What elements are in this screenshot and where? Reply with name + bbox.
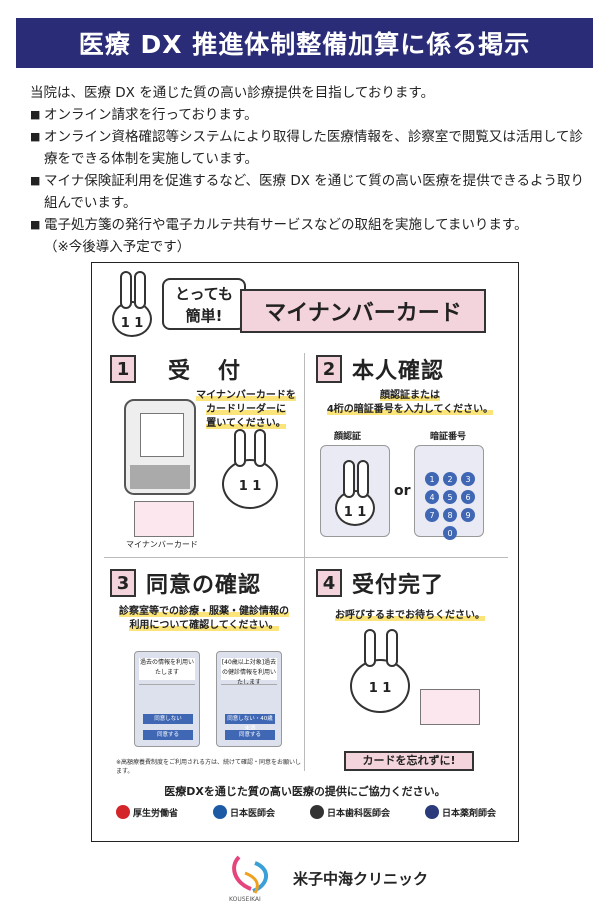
cooperation-message: 医療DXを通じた質の高い医療の提供にご協力ください。 <box>164 785 446 798</box>
mynumber-card-icon <box>134 501 194 537</box>
card-label: マイナンバーカード <box>126 540 198 549</box>
poster-title: マイナンバーカード <box>240 289 486 333</box>
pin-key: 4 <box>425 490 439 504</box>
bullet-item: ■オンライン資格確認等システムにより取得した医療情報を、診察室で閲覧又は活用して… <box>30 126 590 170</box>
step-title: 本人確認 <box>352 359 445 384</box>
square-bullet-icon: ■ <box>30 174 41 187</box>
face-auth-panel: 1 1 <box>320 445 390 537</box>
page-title: 医療 DX 推進体制整備加算に係る掲示 <box>16 18 593 68</box>
mynumber-card-poster: 1 1 とっても 簡単! マイナンバーカード 1 受 付 マイナンバーカードをカー… <box>91 262 519 842</box>
horizontal-divider <box>104 557 508 558</box>
square-bullet-icon: ■ <box>30 130 41 143</box>
mhlw-logo: 厚生労働省 <box>116 805 178 819</box>
bullet-item: ■マイナ保険証利用を促進するなど、医療 DX を通じて質の高い医療を提供できるよ… <box>30 170 590 214</box>
bullet-item: ■電子処方箋の発行や電子カルテ共有サービスなどの取組を実施してまいります。 <box>30 214 590 236</box>
pin-key: 8 <box>443 508 457 522</box>
step-1-reception: 1 受 付 マイナンバーカードをカードリーダーに置いてください。 マイナンバーカー… <box>104 349 304 554</box>
agree-button: 同意する <box>225 730 275 740</box>
pin-key: 2 <box>443 472 457 486</box>
face-auth-label: 顔認証 <box>334 432 362 442</box>
pin-key: 3 <box>461 472 475 486</box>
pin-key: 5 <box>443 490 457 504</box>
rabbit-holding-card-icon: 1 1 <box>222 429 278 509</box>
step-number: 1 <box>110 355 136 383</box>
pin-label: 暗証番号 <box>430 432 467 442</box>
intro-lead: 当院は、医療 DX を通じた質の高い診療提供を目指しております。 <box>30 85 435 101</box>
disagree-40-button: 同意しない・40歳未満 <box>225 714 275 732</box>
clinic-logo-icon: KOUSEIKAI <box>225 853 281 903</box>
step-number: 2 <box>316 355 342 383</box>
pin-key: 9 <box>461 508 475 522</box>
svg-text:KOUSEIKAI: KOUSEIKAI <box>229 896 261 903</box>
bullet-item: ■オンライン請求を行っております。 <box>30 104 590 126</box>
disagree-button: 同意しない <box>143 714 193 724</box>
vertical-divider <box>304 353 305 771</box>
step-4-complete: 4 受付完了 お呼びするまでお待ちください。 1 1 カードを忘れずに! <box>310 563 510 771</box>
sponsor-logos: 厚生労働省 日本医師会 日本歯科医師会 日本薬剤師会 <box>116 805 496 819</box>
intro-text: 当院は、医療 DX を通じた質の高い診療提供を目指しております。 ■オンライン請… <box>30 82 590 258</box>
mynumber-card-icon <box>420 689 480 725</box>
easy-badge: とっても 簡単! <box>162 278 246 330</box>
jda-logo: 日本歯科医師会 <box>309 805 390 819</box>
square-bullet-icon: ■ <box>30 218 41 231</box>
pin-key: 0 <box>443 526 457 540</box>
step-caption: マイナンバーカードをカードリーダーに置いてください。 <box>196 390 296 429</box>
consent-screen-2: [40歳以上対象]過去の健診情報を利用いたします 同意しない・40歳未満 同意す… <box>216 651 282 747</box>
step-number: 4 <box>316 569 342 597</box>
jma-logo: 日本医師会 <box>212 805 275 819</box>
step-caption: お呼びするまでお待ちください。 <box>335 610 485 621</box>
step-title: 同意の確認 <box>146 573 262 598</box>
square-bullet-icon: ■ <box>30 108 41 121</box>
consent-note: ※高額療養費制度をご利用される方は、続けて確認・同意をお願いします。 <box>116 759 302 775</box>
step-caption: 診察室等での診療・服薬・健診情報の利用について確認してください。 <box>119 606 289 631</box>
or-label: or <box>394 483 411 499</box>
clinic-footer: KOUSEIKAI 米子中海クリニック <box>225 853 428 903</box>
step-number: 3 <box>110 569 136 597</box>
pin-key: 1 <box>425 472 439 486</box>
jpa-logo: 日本薬剤師会 <box>424 805 496 819</box>
clinic-name: 米子中海クリニック <box>293 869 429 888</box>
agree-button: 同意する <box>143 730 193 740</box>
rabbit-face-icon: 1 1 <box>335 460 375 526</box>
mascot-rabbit-icon: 1 1 <box>112 271 152 337</box>
step-title: 受 付 <box>168 359 244 384</box>
step-title: 受付完了 <box>352 573 445 598</box>
remember-card-banner: カードを忘れずに! <box>344 751 474 771</box>
pin-key: 7 <box>425 508 439 522</box>
consent-screen-1: 過去の情報を利用いたします 同意しない 同意する <box>134 651 200 747</box>
poster-header: 1 1 とっても 簡単! マイナンバーカード <box>92 263 518 341</box>
poster-footer: 医療DXを通じた質の高い医療の提供にご協力ください。 厚生労働省 日本医師会 日… <box>92 783 518 841</box>
card-reader-icon <box>124 399 196 495</box>
rabbit-walking-icon: 1 1 <box>350 629 410 713</box>
pin-key: 6 <box>461 490 475 504</box>
intro-note: （※今後導入予定です） <box>44 239 191 255</box>
